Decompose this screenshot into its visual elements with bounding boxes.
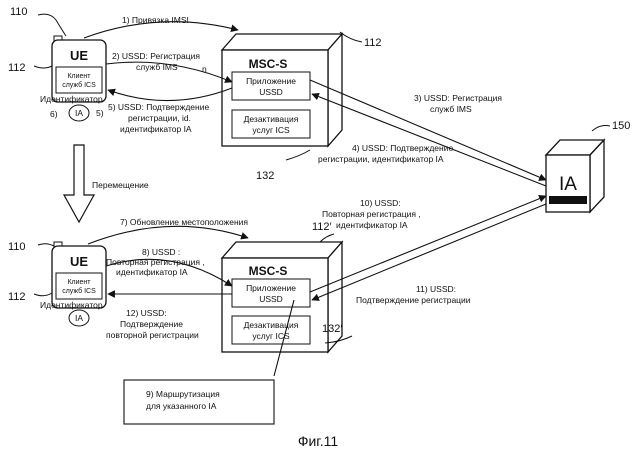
- msc-bottom-deact-1: Дезактивация: [244, 320, 299, 330]
- msc-top: MSC-S Приложение USSD Дезактивация услуг…: [222, 34, 342, 146]
- arrow-7: [88, 226, 248, 244]
- ia-node: IA: [546, 140, 604, 212]
- ue-top-title: UE: [70, 48, 88, 63]
- ref-ue-label-bottom: 112: [8, 291, 26, 303]
- ue-top-ident: Идентификатор: [40, 94, 103, 104]
- msc-top-app-1: Приложение: [246, 76, 296, 86]
- msc-bottom-app-1: Приложение: [246, 283, 296, 293]
- arrow-4: [312, 94, 546, 186]
- ue-bottom: UE Клиент служб ICS Идентификатор IA: [40, 242, 106, 326]
- msg-5-line-3: идентификатор IA: [120, 124, 192, 134]
- msg-3-line-1: 3) USSD: Регистрация: [414, 93, 502, 103]
- ref-msc-bottom: 112′: [312, 221, 332, 233]
- ref-n: n: [202, 64, 207, 74]
- ue-bottom-client-2: служб ICS: [62, 287, 96, 295]
- msg-5-line-2: регистрации, id.: [128, 113, 191, 123]
- msg-2-line-2: служб IMS: [136, 62, 178, 72]
- msg-4-line-1: 4) USSD: Подтверждение: [352, 143, 453, 153]
- msg-move: Перемещение: [92, 180, 149, 190]
- ref-deact-top: 132: [256, 170, 274, 182]
- msc-bottom-title: MSC-S: [249, 264, 288, 278]
- msg-11-line-1: 11) USSD:: [416, 284, 456, 294]
- msg-9-line-2: для указанного IA: [146, 401, 217, 411]
- msg-5-line-1: 5) USSD: Подтверждение: [108, 102, 209, 112]
- ue-top-client-2: служб ICS: [62, 81, 96, 89]
- msg-12-line-2: Подтверждение: [120, 319, 183, 329]
- msg-12-line-1: 12) USSD:: [126, 308, 167, 318]
- msg-4-line-2: регистрации, идентификатор IA: [318, 154, 444, 164]
- msg-10-line-3: идентификатор IA: [336, 220, 408, 230]
- msc-top-app-2: USSD: [259, 87, 283, 97]
- ue-top: UE Клиент служб ICS Идентификатор IA 6) …: [40, 36, 106, 121]
- ref-msc-top: 112: [364, 37, 382, 49]
- msg-11-line-2: Подтверждение регистрации: [356, 295, 471, 305]
- msc-top-deact-2: услуг ICS: [252, 125, 290, 135]
- msc-top-title: MSC-S: [249, 57, 288, 71]
- msg-8-line-1: 8) USSD :: [142, 247, 180, 257]
- msg-2-line-1: 2) USSD: Регистрация: [112, 51, 200, 61]
- msg-9-line-1: 9) Маршрутизация: [146, 389, 220, 399]
- ref-ue-label-top: 112: [8, 62, 26, 74]
- msg-3-line-2: служб IMS: [430, 104, 472, 114]
- msc-bottom-app-2: USSD: [259, 294, 283, 304]
- msg-10-line-1: 10) USSD:: [360, 198, 401, 208]
- msg-8-line-2: Повторная регистрация ,: [106, 257, 205, 267]
- msg-7: 7) Обновление местоположения: [120, 217, 248, 227]
- ref-deact-bottom: 132′: [322, 323, 342, 335]
- ue-bottom-title: UE: [70, 254, 88, 269]
- ue-bottom-client-1: Клиент: [67, 279, 91, 286]
- ue-top-ia: IA: [75, 108, 83, 118]
- msg-1: 1) Привязка IMSI: [122, 15, 189, 25]
- msc-top-deact-1: Дезактивация: [244, 114, 299, 124]
- ue-bottom-ident: Идентификатор: [40, 300, 103, 310]
- figure-caption: Фиг.11: [298, 433, 338, 449]
- ref-ue-bottom: 110: [8, 241, 26, 253]
- ia-node-label: IA: [559, 174, 577, 195]
- ue-bottom-ia: IA: [75, 313, 83, 323]
- ref-ia: 150: [612, 120, 630, 132]
- arrow-5: [108, 88, 232, 101]
- msg-12-line-3: повторной регистрации: [106, 330, 199, 340]
- ue-top-client-1: Клиент: [67, 73, 91, 80]
- ref-ue-top: 110: [10, 6, 28, 18]
- msg-8-line-3: идентификатор IA: [116, 267, 188, 277]
- ref-five: 5): [96, 108, 104, 118]
- msg-10-line-2: Повторная регистрация ,: [322, 209, 421, 219]
- ref-six: 6): [50, 109, 58, 119]
- msc-bottom: MSC-S Приложение USSD Дезактивация услуг…: [222, 242, 342, 352]
- move-arrow: [64, 145, 94, 222]
